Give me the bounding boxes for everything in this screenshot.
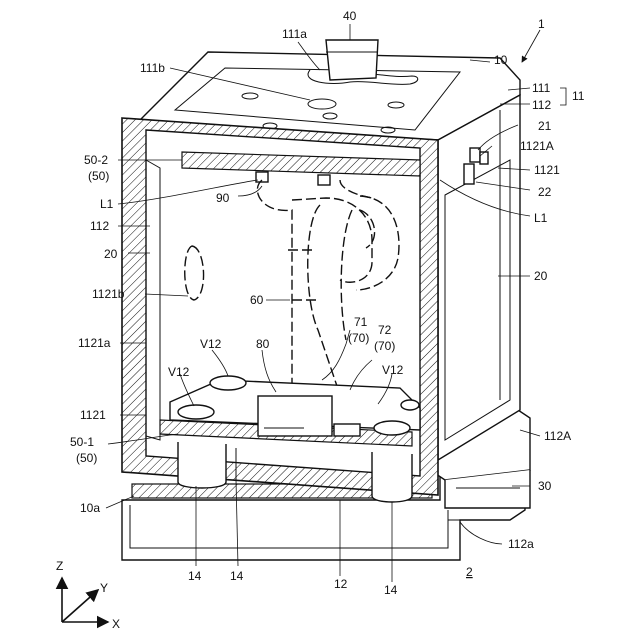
label-50-bottom: (50) xyxy=(76,451,97,465)
label-10a: 10a xyxy=(80,501,100,515)
axis-label-x: X xyxy=(112,617,120,631)
label-14-a: 14 xyxy=(188,569,202,583)
label-L1-left: L1 xyxy=(100,197,114,211)
handle-40 xyxy=(326,40,378,80)
label-90: 90 xyxy=(216,191,230,205)
label-14-c: 14 xyxy=(384,583,398,597)
label-10: 10 xyxy=(494,53,508,67)
label-80: 80 xyxy=(256,337,270,351)
label-112A: 112A xyxy=(544,429,571,443)
axis-label-z: Z xyxy=(56,559,63,573)
label-1: 1 xyxy=(538,17,545,31)
label-111b: 111b xyxy=(140,61,165,75)
label-12: 12 xyxy=(334,577,348,591)
label-111a: 111a xyxy=(282,27,307,41)
label-1121A: 1121A xyxy=(520,139,554,153)
label-30: 30 xyxy=(538,479,552,493)
label-L1-right: L1 xyxy=(534,211,548,225)
label-112-left: 112 xyxy=(90,219,109,233)
label-21: 21 xyxy=(538,119,552,133)
label-1121-left: 1121 xyxy=(80,408,106,422)
label-72: 72 xyxy=(378,323,392,337)
label-112a: 112a xyxy=(508,537,534,551)
label-111: 111 xyxy=(532,81,551,95)
label-112-right: 112 xyxy=(532,98,551,112)
figure-ref-2: 2 xyxy=(466,565,473,579)
label-22: 22 xyxy=(538,185,552,199)
label-1121a: 1121a xyxy=(78,336,111,350)
label-50-top: (50) xyxy=(88,169,109,183)
axis-label-y: Y xyxy=(100,581,108,595)
label-50-1: 50-1 xyxy=(70,435,94,449)
label-70-a: (70) xyxy=(348,331,369,345)
label-1121b: 1121b xyxy=(92,287,125,301)
label-V12-a: V12 xyxy=(200,337,222,351)
connector-80 xyxy=(258,396,332,436)
label-50-2: 50-2 xyxy=(84,153,108,167)
label-71: 71 xyxy=(354,315,368,329)
label-V12-c: V12 xyxy=(382,363,404,377)
label-20-right: 20 xyxy=(534,269,548,283)
label-20-left: 20 xyxy=(104,247,118,261)
label-60: 60 xyxy=(250,293,264,307)
label-14-b: 14 xyxy=(230,569,244,583)
label-40: 40 xyxy=(343,9,357,23)
label-70-b: (70) xyxy=(374,339,395,353)
label-V12-b: V12 xyxy=(168,365,190,379)
label-11: 11 xyxy=(572,89,585,103)
label-1121-right: 1121 xyxy=(534,163,560,177)
y-axis-arrow xyxy=(62,590,98,622)
